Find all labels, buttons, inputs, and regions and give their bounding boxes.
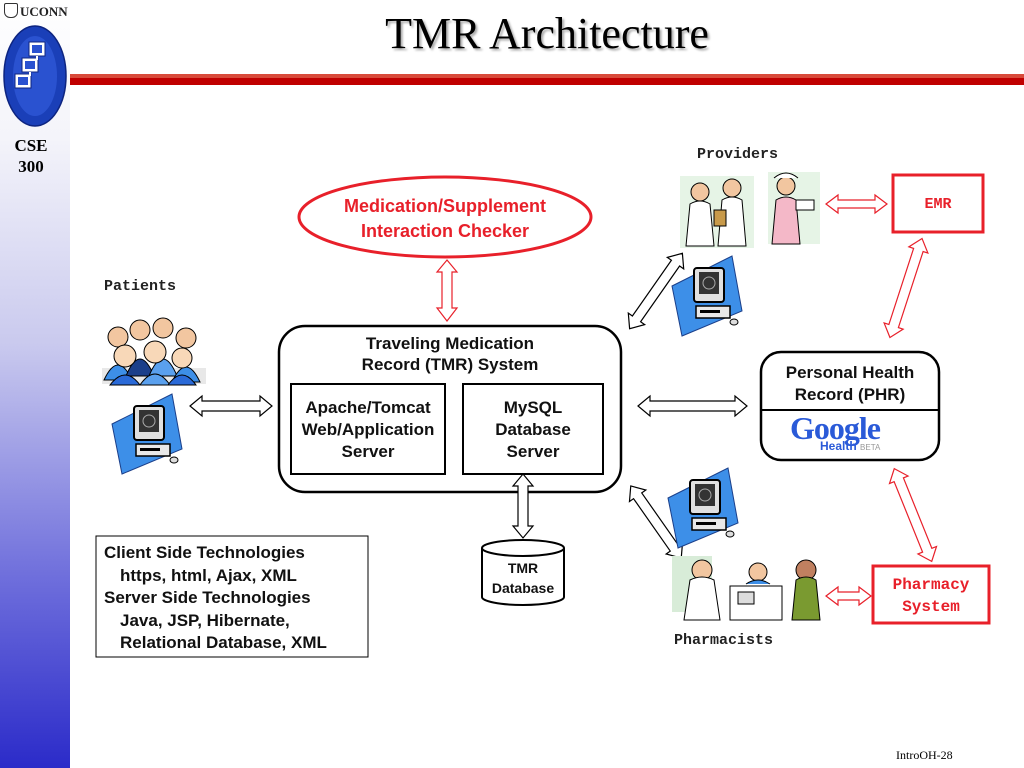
pharmacists-pharmacy-arrow — [825, 585, 872, 607]
tmr-phr-arrow — [637, 394, 748, 418]
course-code: CSE — [14, 136, 48, 155]
emr-phr-arrow — [883, 237, 929, 339]
google-health-logo: Google Health BETA — [790, 410, 910, 456]
emr-box — [891, 173, 985, 234]
client-side-items: https, html, Ajax, XML — [120, 565, 297, 585]
pharmacy-system-box — [871, 564, 991, 625]
web-server-box — [290, 383, 446, 475]
google-wordmark: Google — [790, 410, 881, 446]
patients-tmr-arrow — [189, 394, 273, 418]
nurse-icon — [768, 172, 820, 245]
server-side-items-2: Relational Database, XML — [120, 633, 327, 652]
title-underline — [70, 74, 1024, 85]
patients-label: Patients — [104, 278, 177, 295]
server-side-items-1: Java, JSP, Hibernate, — [120, 610, 290, 630]
tmr-database-arrow — [511, 473, 535, 539]
phr-pharmacy-arrow — [888, 467, 938, 563]
interaction-checker-label: Medication/Supplement Interaction Checke… — [343, 196, 547, 241]
server-side-heading: Server Side Technologies — [104, 588, 311, 607]
phr-box — [759, 350, 941, 462]
pharmacy-system-label: Pharmacy System — [892, 576, 970, 616]
tmr-database-label: TMR Database — [491, 560, 555, 596]
sidebar: UCONN CSE 300 — [0, 0, 70, 768]
technologies-box — [95, 535, 369, 658]
pharmacists-label: Pharmacists — [674, 632, 774, 649]
tmr-system-label: Traveling Medication Record (TMR) System — [361, 334, 539, 374]
university-logo-text: UCONN — [4, 3, 68, 20]
interaction-checker-ellipse — [297, 175, 593, 259]
web-server-label: Apache/Tomcat Web/Application Server — [301, 398, 435, 461]
course-number: 300 — [18, 157, 44, 176]
patients-computer-icon — [111, 393, 183, 475]
client-side-heading: Client Side Technologies — [104, 543, 305, 562]
google-health-text: Health — [820, 439, 857, 453]
customer-icon — [791, 559, 821, 621]
providers-label: Providers — [697, 146, 779, 163]
tmr-providers-arrow — [627, 252, 685, 330]
providers-emr-arrow — [825, 193, 888, 215]
crest-icon — [4, 3, 18, 18]
phr-label: Personal Health Record (PHR) — [785, 363, 915, 404]
emr-label: EMR — [924, 196, 952, 213]
technologies-list: Client Side Technologies https, html, Aj… — [104, 542, 327, 655]
db-server-label: MySQL Database Server — [495, 398, 571, 461]
pharmacist-icon — [672, 556, 721, 621]
checker-tmr-arrow — [435, 259, 459, 322]
db-server-box — [462, 383, 604, 475]
tmr-database-cylinder — [481, 539, 565, 606]
page-title: TMR Architecture — [385, 9, 709, 58]
google-beta-text: BETA — [860, 443, 881, 452]
slide-number: IntroOH-28 — [896, 748, 953, 762]
pharmacy-counter-icon — [729, 562, 783, 621]
cse-department-logo — [3, 25, 67, 127]
pharmacists-computer-icon — [667, 467, 739, 549]
patients-group-icon — [102, 317, 206, 386]
doctors-icon — [680, 176, 754, 248]
